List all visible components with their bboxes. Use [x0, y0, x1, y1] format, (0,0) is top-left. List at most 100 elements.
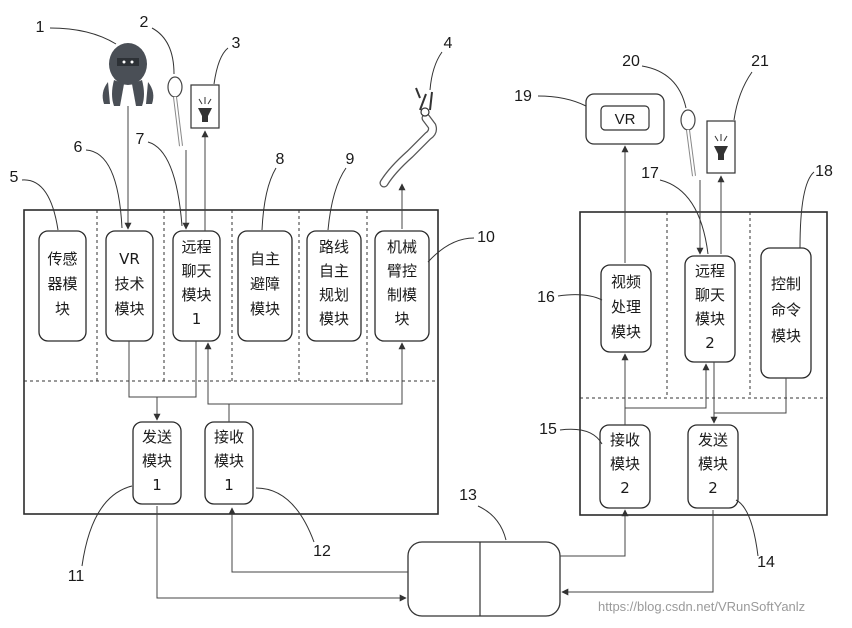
user-head-icon [102, 43, 154, 106]
ref-number-11: 11 [68, 568, 85, 585]
route-line4: 模块 [319, 310, 349, 328]
vr-tech-module-line1: VR [119, 250, 140, 268]
recv2-line1: 接收 [610, 431, 640, 449]
svg-text:接收: 接收 [214, 428, 244, 446]
svg-text:发送: 发送 [698, 431, 728, 449]
ref-number-13: 13 [459, 487, 477, 504]
ref-number-10: 10 [477, 229, 495, 246]
send-module-1 [132, 421, 182, 505]
sensor-module-line3: 块 [55, 300, 70, 318]
vr-display-label: VR [615, 111, 636, 128]
ref-number-14: 14 [757, 554, 775, 571]
video-line3: 模块 [611, 323, 641, 341]
vr-display-icon [585, 93, 665, 145]
arm-line4: 块 [394, 310, 409, 328]
ref-number-4: 4 [444, 35, 453, 52]
svg-text:模块: 模块 [611, 323, 641, 341]
sensor-module [38, 230, 87, 342]
vr-tech-module-line3: 模块 [114, 300, 144, 318]
route-line2: 自主 [319, 262, 349, 280]
svg-text:自主: 自主 [319, 262, 349, 280]
remote-chat-module-2 [684, 255, 736, 363]
avoid-line2: 避障 [250, 275, 280, 293]
svg-text:传感: 传感 [47, 250, 77, 268]
ref-number-7: 7 [136, 131, 145, 148]
speaker-icon-2 [706, 120, 736, 174]
send2-line2: 模块 [698, 455, 728, 473]
svg-text:自主: 自主 [250, 250, 280, 268]
robotic-arm-icon [379, 87, 437, 188]
svg-text:模块: 模块 [610, 455, 640, 473]
recv2-line2: 模块 [610, 455, 640, 473]
route-line3: 规划 [319, 286, 349, 304]
svg-text:模块: 模块 [114, 300, 144, 318]
send1-line1: 发送 [142, 428, 172, 446]
ref-number-2: 2 [140, 14, 149, 31]
svg-text:模块: 模块 [319, 310, 349, 328]
svg-text:器模: 器模 [47, 275, 77, 293]
svg-text:2: 2 [620, 479, 630, 497]
speaker-icon [190, 84, 220, 129]
svg-text:VR: VR [119, 250, 140, 268]
ref-number-3: 3 [232, 35, 241, 52]
svg-text:聊天: 聊天 [181, 262, 211, 280]
svg-text:2: 2 [705, 334, 715, 352]
svg-text:臂控: 臂控 [387, 262, 417, 280]
send1-line3: 1 [152, 476, 162, 494]
svg-text:处理: 处理 [611, 298, 641, 316]
send-module-2 [687, 424, 739, 509]
send1-line2: 模块 [142, 452, 172, 470]
ref-number-9: 9 [346, 151, 355, 168]
svg-text:命令: 命令 [771, 301, 801, 319]
svg-text:模块: 模块 [695, 310, 725, 328]
video-line1: 视频 [611, 273, 641, 291]
sensor-module-line1: 传感 [47, 250, 77, 268]
ctrl-line2: 命令 [771, 301, 801, 319]
video-line2: 处理 [611, 298, 641, 316]
ctrl-line3: 模块 [771, 327, 801, 345]
svg-text:模块: 模块 [181, 286, 211, 304]
video-processing-module [600, 264, 652, 353]
avoid-line1: 自主 [250, 250, 280, 268]
svg-text:模块: 模块 [771, 327, 801, 345]
svg-text:模块: 模块 [698, 455, 728, 473]
ref-number-12: 12 [313, 543, 331, 560]
vr-tech-module-line2: 技术 [114, 275, 144, 293]
watermark: https://blog.csdn.net/VRunSoftYanlz [598, 599, 805, 614]
ref-number-17: 17 [641, 165, 659, 182]
ref-number-20: 20 [622, 53, 640, 70]
ref-number-5: 5 [10, 169, 19, 186]
svg-text:1: 1 [224, 476, 234, 494]
svg-text:规划: 规划 [319, 286, 349, 304]
route-line1: 路线 [319, 238, 349, 256]
send2-line3: 2 [708, 479, 718, 497]
svg-text:避障: 避障 [250, 275, 280, 293]
recv1-line1: 接收 [214, 428, 244, 446]
recv1-line3: 1 [224, 476, 234, 494]
svg-text:1: 1 [152, 476, 162, 494]
svg-text:块: 块 [394, 310, 409, 328]
obstacle-avoid-module [237, 230, 293, 342]
ref-number-8: 8 [276, 151, 285, 168]
ref-number-1: 1 [36, 19, 45, 36]
svg-text:2: 2 [708, 479, 718, 497]
svg-text:机械: 机械 [387, 238, 417, 256]
svg-text:控制: 控制 [771, 275, 801, 293]
svg-text:发送: 发送 [142, 428, 172, 446]
network-device [407, 541, 561, 617]
chat2-line1: 远程 [695, 262, 725, 280]
arm-control-module [374, 230, 430, 342]
arm-line2: 臂控 [387, 262, 417, 280]
chat2-line2: 聊天 [695, 286, 725, 304]
avoid-line3: 模块 [250, 300, 280, 318]
svg-text:聊天: 聊天 [695, 286, 725, 304]
recv1-line2: 模块 [214, 452, 244, 470]
svg-text:远程: 远程 [695, 262, 725, 280]
ref-number-16: 16 [537, 289, 555, 306]
recv2-line3: 2 [620, 479, 630, 497]
svg-text:块: 块 [55, 300, 70, 318]
svg-text:模块: 模块 [214, 452, 244, 470]
chat1-line1: 远程 [181, 238, 211, 256]
ref-number-15: 15 [539, 421, 557, 438]
chat1-line2: 聊天 [181, 262, 211, 280]
